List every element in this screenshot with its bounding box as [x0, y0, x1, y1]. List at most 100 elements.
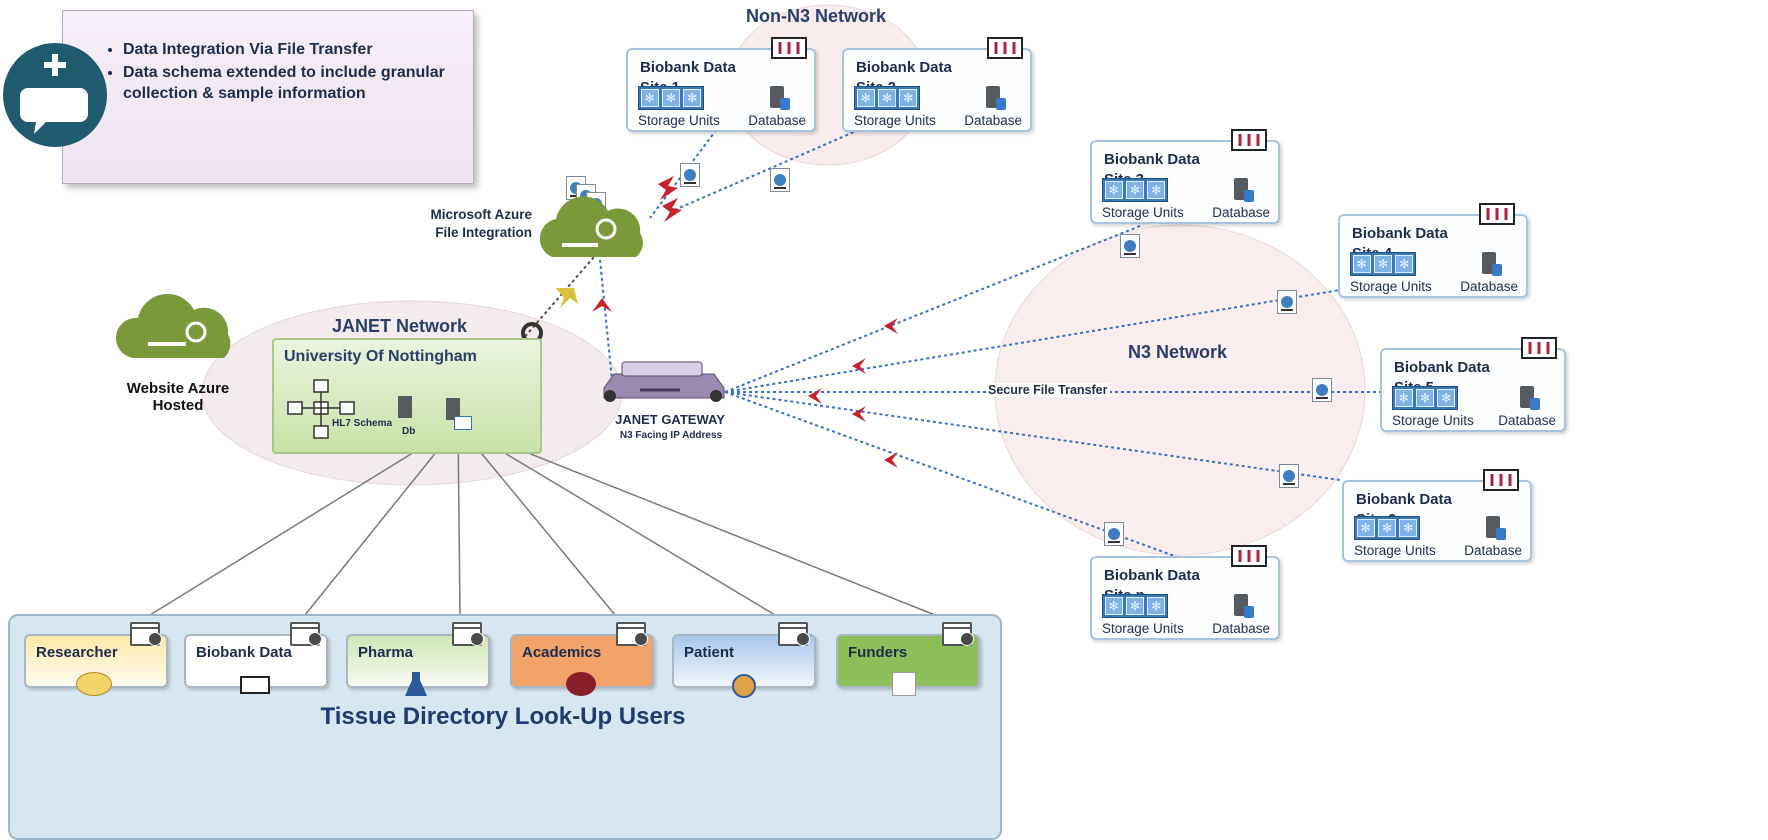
- user-card-pharma[interactable]: Pharma: [346, 622, 490, 688]
- file-icon: [1279, 464, 1299, 488]
- storage-label: Storage Units: [1392, 413, 1474, 428]
- site-card-6: Biobank Data Site 6 ✻✻✻ Storage Units Da…: [1342, 480, 1532, 562]
- hl7-label: HL7 Schema: [332, 418, 393, 429]
- globe-icon: [634, 632, 648, 646]
- database-icon: [1234, 594, 1254, 618]
- database-label: Database: [1464, 543, 1522, 558]
- link-users-pharma: [457, 424, 461, 616]
- storage-units-icon: ✻✻✻: [1392, 386, 1458, 410]
- database-icon: [770, 86, 790, 110]
- website-cloud-icon: [116, 293, 231, 358]
- storage-label: Storage Units: [1102, 621, 1184, 636]
- red-arrow-icon: [592, 298, 612, 312]
- storage-units-icon: ✻✻✻: [854, 86, 920, 110]
- red-arrow-icon: [658, 176, 678, 200]
- storage-units-icon: ✻✻✻: [1350, 252, 1416, 276]
- storage-label: Storage Units: [1102, 205, 1184, 220]
- hl7-schema-icon: [287, 379, 355, 439]
- file-icon: [680, 163, 700, 187]
- storage-label: Storage Units: [638, 113, 720, 128]
- user-label: Funders: [848, 644, 908, 661]
- site-card-1: Biobank Data Site 1 ✻✻✻ Storage Units Da…: [626, 48, 816, 132]
- janet-network-label: JANET Network: [332, 316, 468, 336]
- yellow-arrow-icon: [556, 288, 578, 308]
- link-site3: [724, 225, 1141, 393]
- researcher-icon: [76, 672, 112, 696]
- globe-icon: [308, 632, 322, 646]
- callout-bullet: Data schema extended to include granular…: [123, 62, 473, 104]
- database-icon: [986, 86, 1006, 110]
- gateway-title: JANET GATEWAY: [615, 412, 725, 427]
- database-icon: [1486, 516, 1506, 540]
- file-icon: [1120, 234, 1140, 258]
- storage-units-icon: ✻✻✻: [1102, 178, 1168, 202]
- storage-label: Storage Units: [854, 113, 936, 128]
- site-card-4: Biobank Data Site 4 ✻✻✻ Storage Units Da…: [1338, 214, 1528, 298]
- test-tube-rack-icon: [240, 676, 270, 694]
- patient-icon: [732, 674, 756, 698]
- user-card-patient[interactable]: Patient: [672, 622, 816, 688]
- azure-file-integration-label: Microsoft Azure File Integration: [430, 207, 532, 240]
- database-icon: [1234, 178, 1254, 202]
- link-site4: [724, 289, 1341, 393]
- user-label: Researcher: [36, 644, 118, 661]
- server-icon: [446, 398, 460, 420]
- link-site6: [724, 391, 1341, 481]
- link-users-funders: [457, 424, 936, 616]
- link-users-researcher: [149, 424, 459, 616]
- secure-file-transfer-label: Secure File Transfer: [986, 383, 1110, 397]
- callout-bullet: Data Integration Via File Transfer: [123, 39, 473, 60]
- graduation-cap-icon: [566, 672, 596, 696]
- link-users-patient: [457, 424, 776, 616]
- file-icon: [1312, 378, 1332, 402]
- link-azure-gateway: [599, 259, 613, 381]
- gateway-router-icon: [603, 361, 725, 402]
- users-panel-title: Tissue Directory Look-Up Users: [320, 703, 686, 730]
- azure-cloud-icon: [539, 196, 643, 257]
- database-icon: [1520, 386, 1540, 410]
- site-card-5: Biobank Data Site 5 ✻✻✻ Storage Units Da…: [1380, 348, 1566, 432]
- storage-label: Storage Units: [1350, 279, 1432, 294]
- storage-units-icon: ✻✻✻: [1354, 516, 1420, 540]
- database-icon: [398, 396, 412, 418]
- storage-label: Storage Units: [1354, 543, 1436, 558]
- site-card-2: Biobank Data Site 2 ✻✻✻ Storage Units Da…: [842, 48, 1032, 132]
- university-title: University Of Nottingham: [284, 348, 477, 365]
- add-comment-icon: [3, 43, 107, 147]
- globe-icon: [960, 632, 974, 646]
- gateway-subtitle: N3 Facing IP Address: [619, 430, 723, 441]
- database-label: Database: [1212, 205, 1270, 220]
- database-label: Database: [964, 113, 1022, 128]
- database-label: Database: [1212, 621, 1270, 636]
- flask-icon: [405, 672, 427, 696]
- red-arrow-icon: [852, 406, 866, 422]
- red-arrow-icon: [662, 198, 682, 222]
- file-icon: [1277, 290, 1297, 314]
- db-label: Db: [402, 426, 416, 437]
- red-arrow-icon: [884, 452, 898, 468]
- globe-icon: [796, 632, 810, 646]
- database-label: Database: [748, 113, 806, 128]
- user-label: Academics: [522, 644, 602, 661]
- red-arrow-icon: [852, 358, 866, 374]
- red-arrow-icon: [808, 388, 822, 404]
- database-icon: [1482, 252, 1502, 276]
- link-site1-azure: [649, 124, 721, 219]
- file-icon: [770, 168, 790, 192]
- info-callout: Data Integration Via File Transfer Data …: [62, 10, 474, 184]
- user-label: Pharma: [358, 644, 414, 661]
- non-n3-network-label: Non-N3 Network: [746, 6, 887, 26]
- window-icon: [454, 416, 472, 430]
- storage-units-icon: ✻✻✻: [1102, 594, 1168, 618]
- database-label: Database: [1498, 413, 1556, 428]
- database-label: Database: [1460, 279, 1518, 294]
- lightbulb-icon: [892, 672, 916, 696]
- website-azure-label: Website Azure Hosted: [126, 380, 230, 414]
- user-label: Patient: [684, 644, 735, 661]
- n3-network-label: N3 Network: [1128, 342, 1228, 362]
- globe-icon: [148, 632, 162, 646]
- user-label: Biobank Data: [196, 644, 292, 661]
- link-users-biobank: [304, 424, 459, 616]
- site-card-n: Biobank Data Site n ✻✻✻ Storage Units Da…: [1090, 556, 1280, 640]
